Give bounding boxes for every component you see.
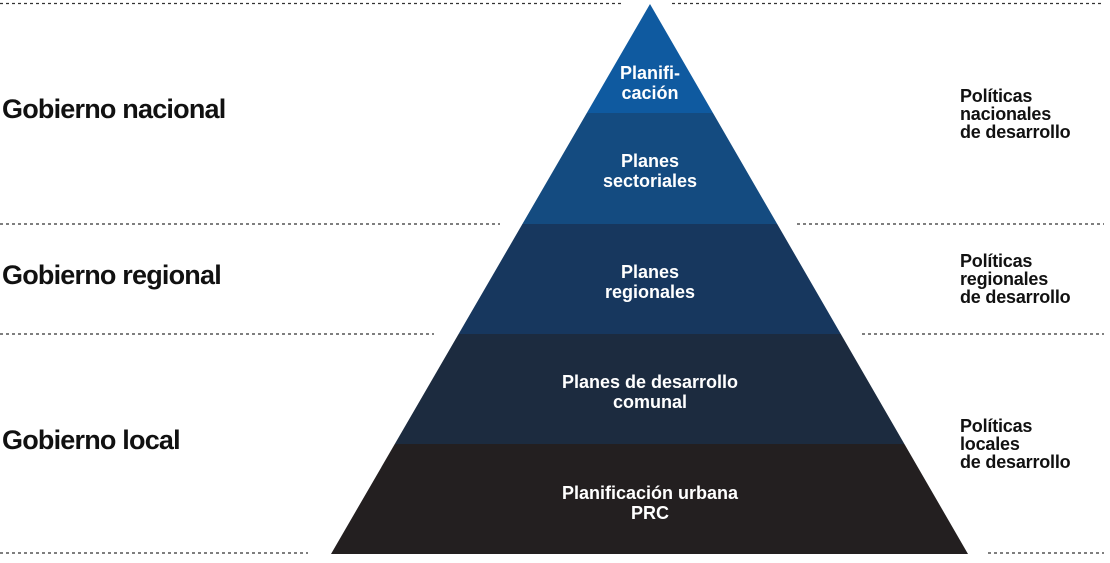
policy-line: regionales (960, 269, 1049, 289)
policy-line: Políticas (960, 416, 1033, 436)
tier-label-line: Planificación urbana (561, 483, 739, 503)
tier-label-planes-regionales: Planes regionales (440, 262, 860, 302)
level-label-nacional: Gobierno nacional (2, 94, 226, 124)
tier-planificacion-urbana (331, 444, 968, 554)
policy-label-local: Políticas locales de desarrollo (960, 417, 1110, 471)
level-dividers (0, 2, 1104, 554)
tier-label-line: Planes de desarrollo (561, 372, 739, 392)
tier-label-planes-sectoriales: Planes sectoriales (440, 151, 860, 191)
tier-label-line: sectoriales (602, 171, 698, 191)
tier-label-line: Planifi- (619, 63, 680, 83)
tier-label-planificacion-urbana: Planificación urbana PRC (440, 483, 860, 523)
tier-planes-desarrollo-comunal (394, 334, 905, 444)
level-label-local: Gobierno local (2, 425, 181, 455)
tier-label-line: Planes (620, 262, 680, 282)
policy-line: de desarrollo (960, 452, 1071, 472)
policy-line: de desarrollo (960, 122, 1071, 142)
policy-line: de desarrollo (960, 287, 1071, 307)
tier-label-line: regionales (604, 282, 696, 302)
policy-line: locales (960, 434, 1020, 454)
policy-label-nacional: Políticas nacionales de desarrollo (960, 87, 1110, 141)
tier-label-planificacion: Planifi- cación (440, 63, 860, 103)
tier-planificacion (586, 4, 713, 113)
pyramid-tiers (331, 4, 968, 554)
tier-label-planes-desarrollo-comunal: Planes de desarrollo comunal (440, 372, 860, 412)
tier-planes-regionales (458, 224, 841, 334)
tier-label-line: cación (621, 83, 679, 103)
tier-planes-sectoriales (522, 113, 778, 224)
tier-label-line: Planes (620, 151, 680, 171)
level-label-regional: Gobierno regional (2, 260, 222, 290)
tier-label-line: PRC (630, 503, 669, 523)
policy-label-regional: Políticas regionales de desarrollo (960, 252, 1110, 306)
policy-line: Políticas (960, 251, 1033, 271)
policy-line: nacionales (960, 104, 1052, 124)
tier-label-line: comunal (612, 392, 687, 412)
policy-line: Políticas (960, 86, 1033, 106)
